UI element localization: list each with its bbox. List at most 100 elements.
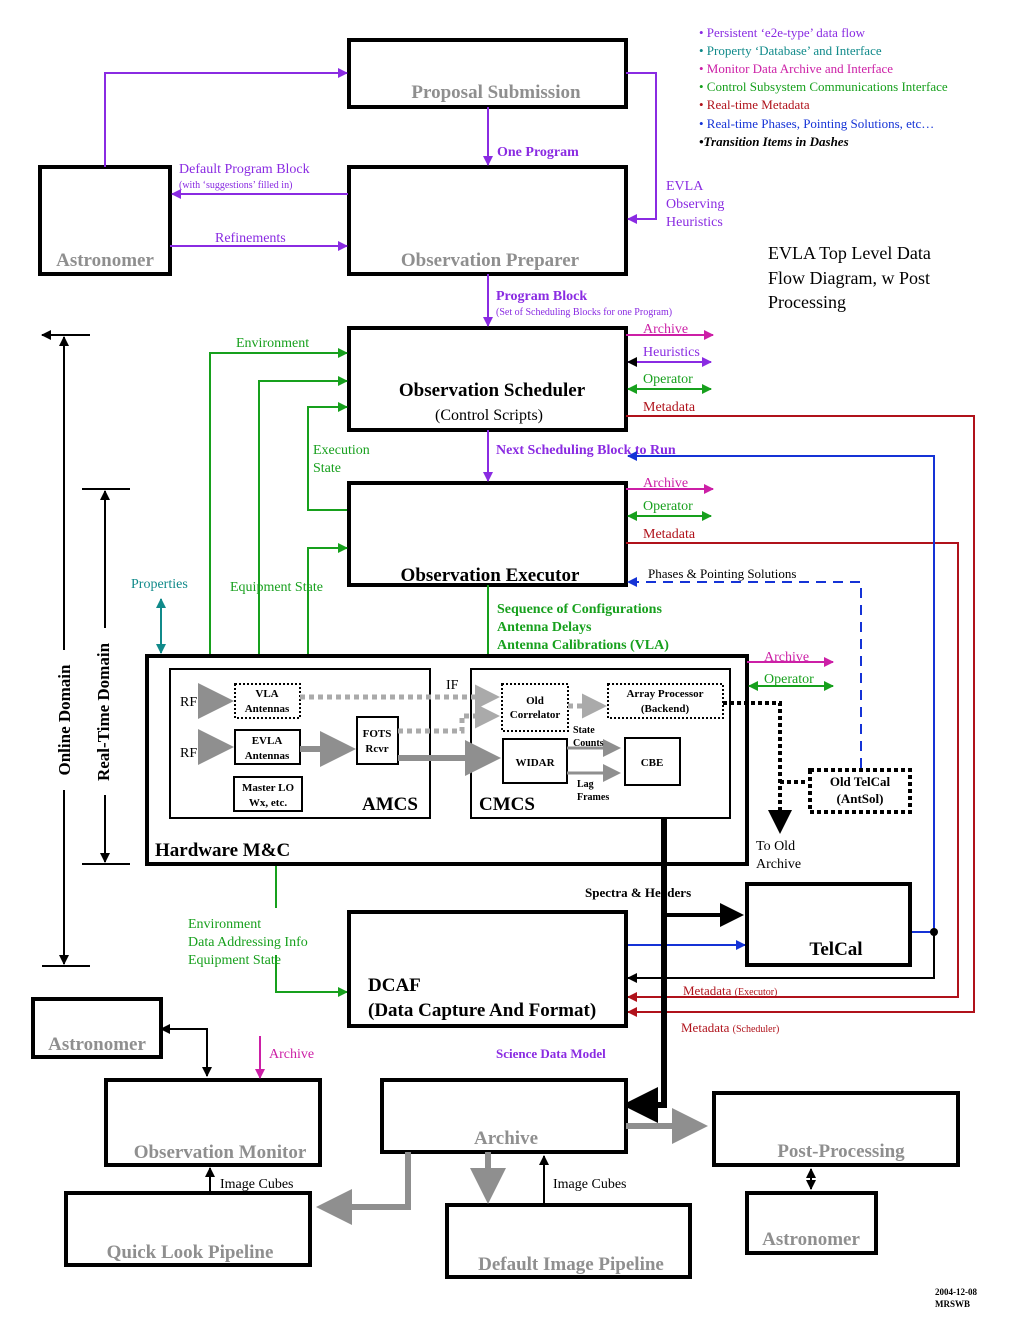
control-scripts-label: (Control Scripts) <box>435 407 543 424</box>
master-lo-box[interactable] <box>233 776 303 812</box>
image-cubes-left-label: Image Cubes <box>220 1177 293 1192</box>
env-block-label-3: Equipment State <box>188 953 281 968</box>
cbe-box[interactable] <box>624 737 681 786</box>
widar-box[interactable] <box>502 738 568 784</box>
legend: • Persistent ‘e2e-type’ data flow • Prop… <box>699 25 948 149</box>
footer-author: MRSWB <box>935 1299 970 1309</box>
legend-item-monitor: • Monitor Data Archive and Interface <box>699 61 893 76</box>
lag-frames-label-2: Frames <box>577 792 609 803</box>
execution-state-label-2: State <box>313 461 341 476</box>
post-processing-box[interactable] <box>712 1091 960 1167</box>
executor-archive-label: Archive <box>643 476 688 491</box>
astronomer-right-label: Astronomer <box>762 1229 860 1250</box>
telcal-box[interactable] <box>745 882 912 967</box>
default-image-pipeline-label: Default Image Pipeline <box>478 1254 664 1275</box>
legend-item-property: • Property ‘Database’ and Interface <box>699 43 882 58</box>
observation-preparer-label: Observation Preparer <box>401 250 580 271</box>
online-domain-label: Online Domain <box>55 664 74 776</box>
legend-item-metadata: • Real-time Metadata <box>699 97 810 112</box>
environment-label: Environment <box>236 336 309 351</box>
array-processor-label-1: Array Processor <box>626 688 703 700</box>
fots-rcvr-box[interactable] <box>356 716 399 765</box>
astronomer-monitor-arrow <box>160 1024 212 1077</box>
refinements-label: Refinements <box>215 231 286 246</box>
image-cubes-right-label: Image Cubes <box>553 1177 626 1192</box>
vla-antennas-label-2: Antennas <box>245 703 290 715</box>
proposal-submission-box[interactable] <box>347 38 628 109</box>
diagram-title: EVLA Top Level Data Flow Diagram, w Post… <box>768 243 931 312</box>
vla-antennas-label-1: VLA <box>255 688 278 700</box>
array-processor-box[interactable] <box>607 683 724 719</box>
astronomer-top-box[interactable] <box>38 165 172 276</box>
science-data-model-label: Science Data Model <box>496 1046 606 1061</box>
astronomer-to-proposal-arrow <box>104 68 348 167</box>
rf-label-2: RF <box>180 746 197 761</box>
equipment-state-label: Equipment State <box>230 580 323 595</box>
phases-pointing-label: Phases & Pointing Solutions <box>648 566 796 581</box>
svg-text:Processing: Processing <box>768 292 846 312</box>
old-telcal-box[interactable] <box>808 768 912 814</box>
heuristics-arrow <box>626 72 657 224</box>
sequence-label-1: Sequence of Configurations <box>497 602 662 617</box>
evla-heuristics-label-3: Heuristics <box>666 215 723 230</box>
properties-label: Properties <box>131 577 188 592</box>
fots-label-2: Rcvr <box>365 743 388 755</box>
legend-item-e2e: • Persistent ‘e2e-type’ data flow <box>699 25 866 40</box>
phases-pointing-dashed-line <box>627 577 862 768</box>
fots-label-1: FOTS <box>363 728 392 740</box>
old-telcal-label-1: Old TelCal <box>830 774 891 789</box>
rf-label-1: RF <box>180 695 197 710</box>
equipment-state-line-2 <box>307 543 348 655</box>
program-block-label: Program Block <box>496 289 587 304</box>
to-old-archive-label-1: To Old <box>756 839 795 854</box>
observation-scheduler-box[interactable] <box>347 326 628 432</box>
env-block-label-1: Environment <box>188 917 261 932</box>
hardware-archive-label: Archive <box>764 650 809 665</box>
widar-label: WIDAR <box>515 757 555 769</box>
hardware-operator-label: Operator <box>764 672 814 687</box>
cmcs-label: CMCS <box>479 794 535 815</box>
quick-look-pipeline-box[interactable] <box>64 1191 312 1267</box>
program-block-sub-label: (Set of Scheduling Blocks for one Progra… <box>496 307 672 318</box>
astronomer-right-box[interactable] <box>745 1191 878 1255</box>
spectra-headers-label: Spectra & Headers <box>585 885 691 900</box>
array-processor-to-old-archive <box>723 701 792 834</box>
observation-monitor-box[interactable] <box>104 1078 322 1167</box>
svg-text:EVLA Top Level Data: EVLA Top Level Data <box>768 243 931 263</box>
hardware-mc-label: Hardware M&C <box>155 840 290 861</box>
realtime-domain-bracket: Real-Time Domain <box>82 488 130 865</box>
executor-metadata-line <box>626 542 959 1002</box>
scheduler-metadata-label: Metadata <box>643 400 696 415</box>
suggestions-label: (with ‘suggestions’ filled in) <box>179 180 292 191</box>
sequence-label-3: Antenna Calibrations (VLA) <box>497 638 669 653</box>
evla-antennas-label-2: Antennas <box>245 750 290 762</box>
to-old-archive-label-2: Archive <box>756 857 801 872</box>
archive-box[interactable] <box>380 1078 628 1154</box>
observation-monitor-label: Observation Monitor <box>134 1142 307 1163</box>
footer-date: 2004-12-08 <box>935 1287 977 1297</box>
telcal-to-dcaf-black-arrow <box>627 932 935 983</box>
observation-scheduler-label: Observation Scheduler <box>399 380 586 401</box>
old-telcal-label-2: (AntSol) <box>837 791 884 806</box>
old-correlator-label-1: Old <box>526 695 544 707</box>
metadata-scheduler-label: Metadata (Scheduler) <box>681 1020 779 1035</box>
default-image-pipeline-box[interactable] <box>445 1203 692 1279</box>
dcaf-box[interactable] <box>347 910 628 1028</box>
old-correlator-box[interactable] <box>501 683 569 732</box>
scheduler-metadata-line <box>626 415 975 1017</box>
online-domain-bracket: Online Domain <box>42 335 90 967</box>
hardware-to-dcaf-line <box>275 866 347 992</box>
fots-to-old-correlator-dashed <box>398 703 500 734</box>
proposal-submission-label: Proposal Submission <box>411 82 581 103</box>
svg-text:Flow Diagram, w Post: Flow Diagram, w Post <box>768 268 930 288</box>
dcaf-label-2: (Data Capture And Format) <box>368 1000 596 1021</box>
scheduler-operator-label: Operator <box>643 372 693 387</box>
vla-antennas-box[interactable] <box>234 683 301 719</box>
old-correlator-label-2: Correlator <box>510 709 561 721</box>
monitor-archive-label: Archive <box>269 1047 314 1062</box>
state-counts-label-2: Counts <box>573 738 604 749</box>
evla-heuristics-label-1: EVLA <box>666 179 704 194</box>
array-processor-label-2: (Backend) <box>641 703 690 715</box>
executor-metadata-label: Metadata <box>643 527 696 542</box>
